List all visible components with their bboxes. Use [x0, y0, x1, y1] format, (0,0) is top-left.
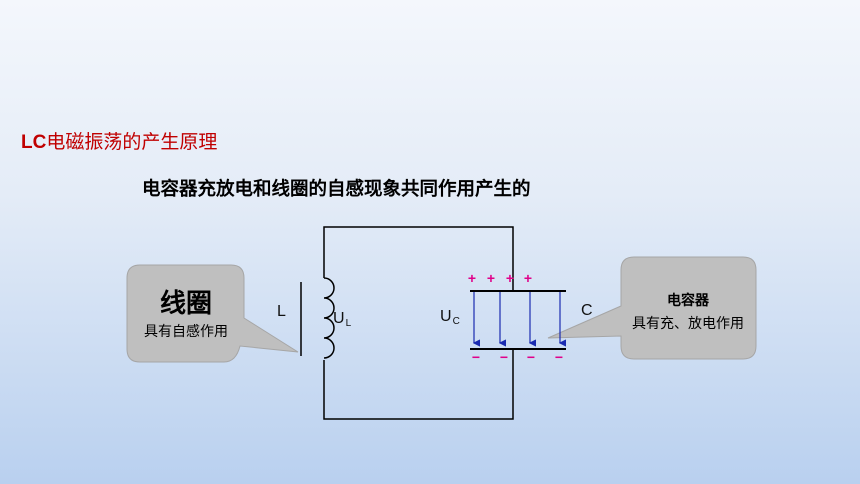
callout-left-title: 线圈 — [159, 288, 212, 318]
plus-charge: + — [486, 270, 496, 286]
heading-rest: 电磁振荡的产生原理 — [46, 132, 218, 153]
voltage-capacitor-label: UC — [440, 308, 460, 327]
plus-charge: + — [505, 270, 515, 286]
uc-sub: C — [452, 316, 460, 327]
capacitor-label: C — [581, 302, 593, 319]
ul-main: U — [333, 310, 345, 327]
minus-charge: − — [554, 349, 564, 365]
callout-left-desc: 具有自感作用 — [144, 323, 228, 339]
capacitor — [470, 290, 566, 350]
plus-charge: + — [467, 270, 477, 286]
callout-right-bubble — [547, 256, 757, 360]
page-subtitle: 电容器充放电和线圈的自感现象共同作用产生的 — [142, 178, 531, 199]
uc-main: U — [440, 308, 452, 325]
page-heading: LC电磁振荡的产生原理 — [21, 127, 217, 154]
heading-prefix: LC — [21, 132, 47, 153]
voltage-inductor-label: UL — [333, 310, 351, 329]
electric-field-arrows — [472, 292, 566, 347]
plus-charge: + — [523, 270, 533, 286]
callout-right-title: 电容器 — [667, 292, 709, 308]
inductor-coil — [300, 277, 335, 359]
circuit-wires — [323, 226, 514, 420]
minus-charge: − — [499, 349, 509, 365]
minus-charge: − — [471, 349, 481, 365]
minus-charge: − — [526, 349, 536, 365]
ul-sub: L — [345, 318, 352, 329]
callout-left-bubble — [126, 264, 299, 363]
inductor-label: L — [277, 303, 286, 320]
callout-right-desc: 具有充、放电作用 — [632, 315, 744, 331]
